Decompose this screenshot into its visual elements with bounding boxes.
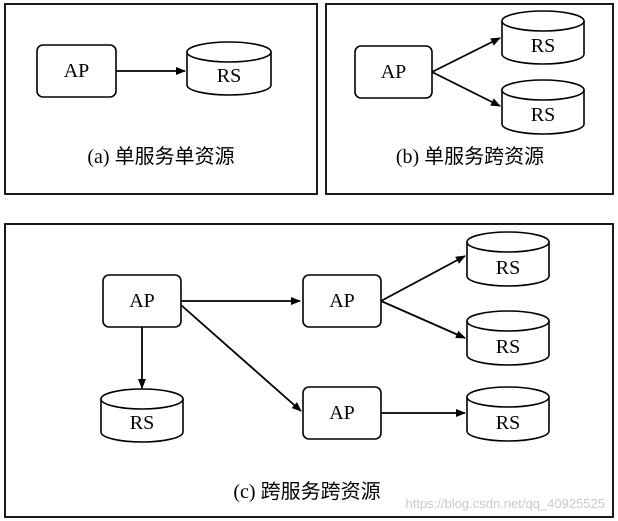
ap-node-b: AP xyxy=(354,45,433,99)
ap-node-c-root: AP xyxy=(102,274,182,328)
panel-a-frame xyxy=(4,3,318,195)
arrow-c-mid-top-to-rs-2 xyxy=(380,300,466,339)
rs-node-c-right-1: RS xyxy=(466,231,550,287)
rs-label: RS xyxy=(496,257,520,279)
ap-node-c-mid-bottom: AP xyxy=(302,386,382,440)
caption-c: (c) 跨服务跨资源 xyxy=(233,480,380,503)
rs-label: RS xyxy=(130,412,154,434)
rs-node-b-bottom: RS xyxy=(501,79,585,135)
arrow-c-mid-top-to-rs-1 xyxy=(380,255,466,302)
rs-label: RS xyxy=(531,35,555,57)
ap-label: AP xyxy=(329,290,355,312)
ap-node-a: AP xyxy=(36,44,117,98)
rs-label: RS xyxy=(217,65,241,87)
rs-label: RS xyxy=(496,412,520,434)
panel-c: AP RS AP AP RS xyxy=(4,223,614,518)
rs-node-c-left: RS xyxy=(100,388,184,443)
watermark-text: https://blog.csdn.net/qq_40925525 xyxy=(406,496,606,511)
ap-label: AP xyxy=(129,290,155,312)
rs-label: RS xyxy=(496,336,520,358)
rs-label: RS xyxy=(531,104,555,126)
ap-node-c-mid-top: AP xyxy=(302,274,382,328)
arrow-b-ap-to-rs-bottom xyxy=(431,71,501,107)
panel-a: AP RS (a) 单服务单资源 xyxy=(4,3,318,195)
caption-a: (a) 单服务单资源 xyxy=(87,145,234,168)
rs-node-c-right-3: RS xyxy=(466,386,550,442)
arrow-b-ap-to-rs-top xyxy=(431,37,501,73)
ap-label: AP xyxy=(381,61,407,83)
ap-label: AP xyxy=(329,402,355,424)
rs-node-c-right-2: RS xyxy=(466,310,550,366)
rs-node-a: RS xyxy=(186,41,272,96)
ap-label: AP xyxy=(64,60,90,82)
caption-b: (b) 单服务跨资源 xyxy=(396,145,544,168)
arrow-c-root-to-ap-bottom xyxy=(180,304,302,412)
rs-node-b-top: RS xyxy=(501,10,585,65)
panel-b: AP RS RS (b) 单服务跨资源 xyxy=(325,3,614,195)
